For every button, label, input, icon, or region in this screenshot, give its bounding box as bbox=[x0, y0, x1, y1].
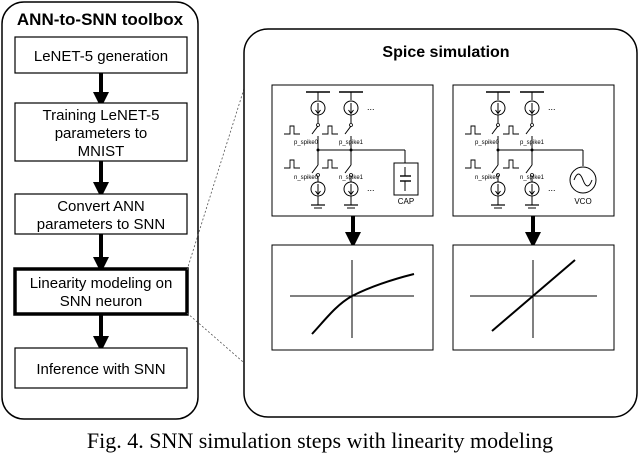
figure-caption: Fig. 4. SNN simulation steps with linear… bbox=[87, 428, 553, 453]
vco-label: VCO bbox=[574, 197, 591, 206]
spice-title: Spice simulation bbox=[382, 44, 509, 61]
switch-icon bbox=[525, 125, 533, 135]
left-circuit: ... p_spike0 p_spike1 bbox=[271, 84, 434, 217]
cap-label: CAP bbox=[398, 197, 414, 206]
step-box-1 bbox=[14, 36, 188, 74]
step-2-line-1: Training LeNET-5 bbox=[43, 107, 160, 124]
switch-icon bbox=[311, 164, 319, 174]
step-5-line-1: Inference with SNN bbox=[36, 361, 165, 378]
switch-icon bbox=[525, 164, 533, 174]
spice-panel: Spice simulation ... bbox=[243, 28, 638, 418]
right-linear-curve bbox=[491, 259, 576, 332]
pulse-icon bbox=[284, 125, 300, 135]
label-p-spike0: p_spike0 bbox=[475, 140, 500, 146]
ellipsis-bottom: ... bbox=[548, 183, 556, 193]
switch-icon bbox=[491, 164, 499, 174]
switch-icon bbox=[491, 125, 499, 135]
label-p-spike0: p_spike0 bbox=[294, 140, 319, 146]
toolbox-panel: ANN-to-SNN toolbox LeNET-5 generation Tr… bbox=[1, 1, 199, 420]
pulse-icon bbox=[503, 159, 519, 169]
zoom-line-top bbox=[186, 56, 255, 271]
toolbox-title: ANN-to-SNN toolbox bbox=[17, 10, 184, 29]
step-2-line-2: parameters to bbox=[55, 125, 148, 142]
right-transfer-plot bbox=[452, 244, 615, 351]
left-nonlinear-curve bbox=[311, 273, 415, 335]
label-n-spike0: n_spike0 bbox=[294, 175, 319, 181]
pulse-icon bbox=[284, 159, 300, 169]
step-3-line-1: Convert ANN bbox=[57, 198, 145, 215]
ellipsis-top: ... bbox=[548, 102, 556, 112]
left-transfer-plot bbox=[271, 244, 434, 351]
label-n-spike0: n_spike0 bbox=[475, 175, 500, 181]
pulse-icon bbox=[465, 159, 481, 169]
zoom-line-bottom bbox=[186, 312, 251, 369]
switch-icon bbox=[311, 125, 319, 135]
switch-icon bbox=[344, 164, 352, 174]
step-3-line-2: parameters to SNN bbox=[37, 216, 165, 233]
step-1-line-1: LeNET-5 generation bbox=[34, 48, 168, 65]
pulse-icon bbox=[465, 125, 481, 135]
step-2-line-3: MNIST bbox=[78, 143, 125, 160]
pulse-icon bbox=[322, 159, 338, 169]
step-4-line-2: SNN neuron bbox=[60, 293, 143, 310]
switch-icon bbox=[344, 125, 352, 135]
step-4-line-1: Linearity modeling on bbox=[30, 275, 173, 292]
ellipsis-bottom: ... bbox=[367, 183, 375, 193]
pulse-icon bbox=[503, 125, 519, 135]
right-circuit: ... p_spike0 p_spike1 VCO bbox=[452, 84, 615, 217]
step-box-3 bbox=[14, 193, 188, 235]
pulse-icon bbox=[322, 125, 338, 135]
step-box-5 bbox=[14, 347, 188, 389]
ellipsis-top: ... bbox=[367, 102, 375, 112]
capacitor-box bbox=[393, 162, 419, 196]
